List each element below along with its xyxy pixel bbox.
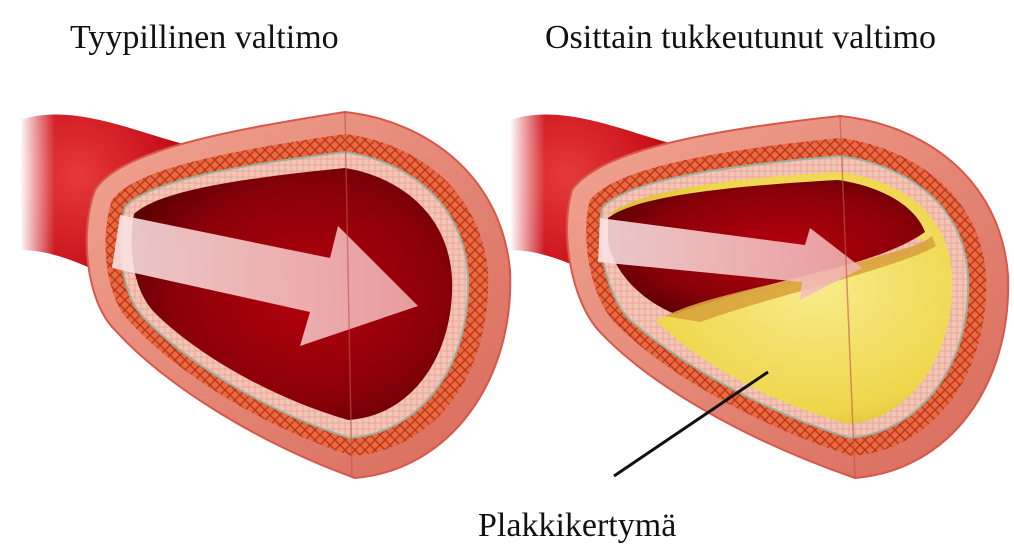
normal-artery-diagram — [20, 112, 510, 478]
blocked-artery-diagram — [510, 114, 1008, 478]
plaque-label: Plakkikertymä — [478, 506, 676, 546]
